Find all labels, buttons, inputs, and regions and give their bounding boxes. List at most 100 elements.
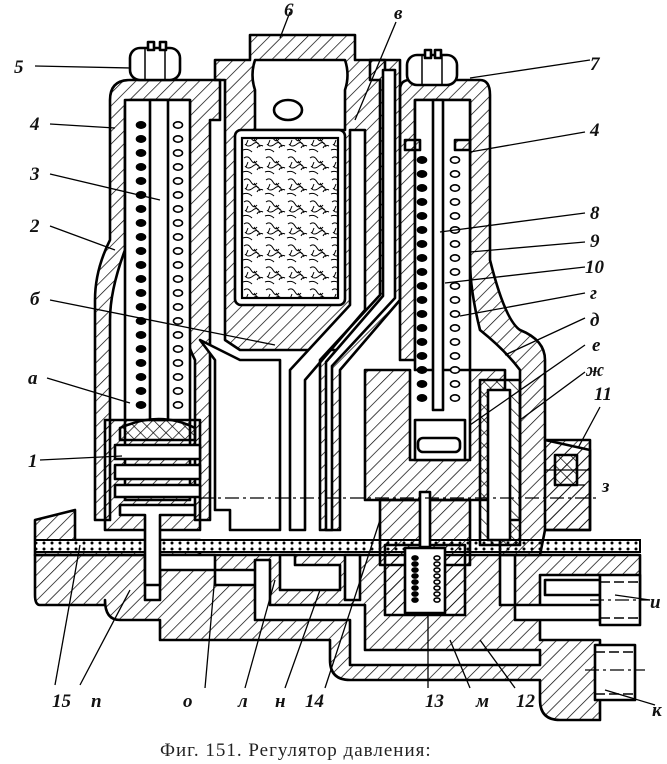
spring-coil (411, 573, 419, 579)
spring-coil (449, 366, 461, 374)
spring-coil (416, 226, 428, 234)
spring-coil (449, 324, 461, 332)
spring-coil (135, 359, 147, 367)
spring-coil (172, 373, 184, 381)
label-1: 1 (28, 451, 38, 472)
check-valve (200, 490, 600, 617)
spring-coil (433, 567, 441, 573)
spring-coil (411, 585, 419, 591)
spring-coil (449, 170, 461, 178)
spring-coil (172, 387, 184, 395)
spring-coil (135, 163, 147, 171)
spring-coil (449, 394, 461, 402)
spring-coil (172, 317, 184, 325)
spring-coil (135, 121, 147, 129)
spring-coil (416, 394, 428, 402)
label-b-left: б (30, 289, 41, 310)
spring-coil (172, 135, 184, 143)
spring-coil (172, 219, 184, 227)
spring-coil (172, 331, 184, 339)
label-g: г (590, 283, 597, 304)
label-10: 10 (585, 257, 605, 278)
spring-coil (172, 303, 184, 311)
spring-coil (416, 198, 428, 206)
spring-coil (135, 275, 147, 283)
spring-coil (135, 247, 147, 255)
spring-coil (449, 268, 461, 276)
label-4-right: 4 (589, 120, 600, 141)
spring-coil (135, 149, 147, 157)
leader-lines (34, 11, 656, 706)
spring-coil (135, 261, 147, 269)
spring-coil (172, 401, 184, 409)
spring-coil (135, 289, 147, 297)
spring-coil (172, 233, 184, 241)
spring-coil (449, 198, 461, 206)
label-15: 15 (52, 691, 72, 712)
spring-coil (135, 205, 147, 213)
spring-coil (416, 212, 428, 220)
spring-coil (416, 282, 428, 290)
spring-coil (416, 240, 428, 248)
label-6-top: 6 (284, 0, 294, 21)
spring-coil (172, 345, 184, 353)
spring-coil (172, 163, 184, 171)
spring-coil (449, 352, 461, 360)
spring-coil (433, 579, 441, 585)
outlet-port-i (590, 573, 650, 627)
spring-coil (449, 296, 461, 304)
spring-coil (135, 331, 147, 339)
spring-coil (172, 205, 184, 213)
spring-coil (416, 338, 428, 346)
spring-coil (135, 303, 147, 311)
label-d: д (590, 310, 599, 331)
figure-caption: Фиг. 151. Регулятор давления: (160, 740, 432, 761)
left-spring (135, 121, 184, 409)
label-5: 5 (14, 57, 24, 78)
spring-coil (416, 366, 428, 374)
spring-coil (449, 282, 461, 290)
label-8: 8 (590, 203, 600, 224)
label-m: м (475, 691, 489, 712)
spring-coil (172, 261, 184, 269)
filter-chamber-housing (198, 33, 387, 532)
right-valve-piston (363, 368, 592, 547)
spring-coil (416, 380, 428, 388)
spring-coil (172, 177, 184, 185)
spring-coil (416, 170, 428, 178)
spring-coil (411, 597, 419, 603)
label-13: 13 (425, 691, 444, 712)
label-p: п (91, 691, 102, 712)
spring-coil (172, 289, 184, 297)
spring-coil (411, 555, 419, 561)
label-14: 14 (305, 691, 324, 712)
spring-coil (449, 338, 461, 346)
spring-coil (416, 254, 428, 262)
spring-coil (433, 597, 441, 603)
label-9: 9 (590, 231, 600, 252)
label-zh: ж (585, 360, 604, 381)
spring-coil (135, 135, 147, 143)
spring-coil (411, 591, 419, 597)
spring-coil (172, 247, 184, 255)
spring-coil (416, 324, 428, 332)
label-n: н (275, 691, 286, 712)
spring-coil (172, 275, 184, 283)
spring-coil (433, 555, 441, 561)
spring-coil (172, 191, 184, 199)
spring-coil (172, 149, 184, 157)
spring-coil (433, 573, 441, 579)
spring-coil (449, 184, 461, 192)
label-a: а (28, 368, 38, 389)
label-3-left: 3 (29, 164, 40, 185)
label-7: 7 (590, 54, 601, 75)
spring-coil (416, 268, 428, 276)
spring-coil (449, 240, 461, 248)
label-e: е (592, 335, 601, 356)
spring-coil (172, 359, 184, 367)
spring-coil (135, 177, 147, 185)
spring-coil (433, 585, 441, 591)
outlet-port-k (585, 643, 645, 702)
label-k: к (652, 700, 663, 721)
